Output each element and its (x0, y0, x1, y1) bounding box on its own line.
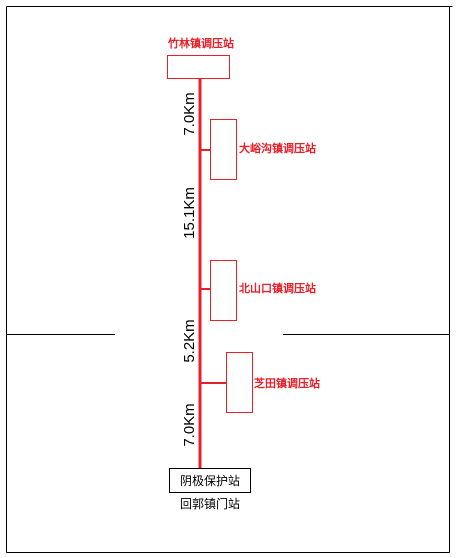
station-label-beishankou: 北山口镇调压站 (239, 281, 316, 295)
station-label-huiguo: 回郭镇门站 (180, 496, 240, 511)
distance-label-1: 7.0Km (181, 92, 198, 135)
station-box-dayugou (210, 119, 237, 180)
station-box-label-cathodic: 阴极保护站 (180, 474, 240, 488)
station-label-zhulin: 竹林镇调压站 (167, 36, 234, 50)
station-box-zhulin (167, 55, 230, 79)
drawing-frame (6, 6, 453, 553)
distance-label-3: 5.2Km (181, 319, 198, 362)
distance-label-4: 7.0Km (181, 403, 198, 446)
station-box-zhitian (226, 352, 253, 413)
station-box-beishankou (210, 260, 237, 321)
station-box-cathodic (169, 468, 251, 493)
station-label-dayugou: 大峪沟镇调压站 (239, 141, 316, 155)
station-label-zhitian: 芝田镇调压站 (254, 376, 320, 390)
distance-label-2: 15.1Km (181, 187, 198, 239)
